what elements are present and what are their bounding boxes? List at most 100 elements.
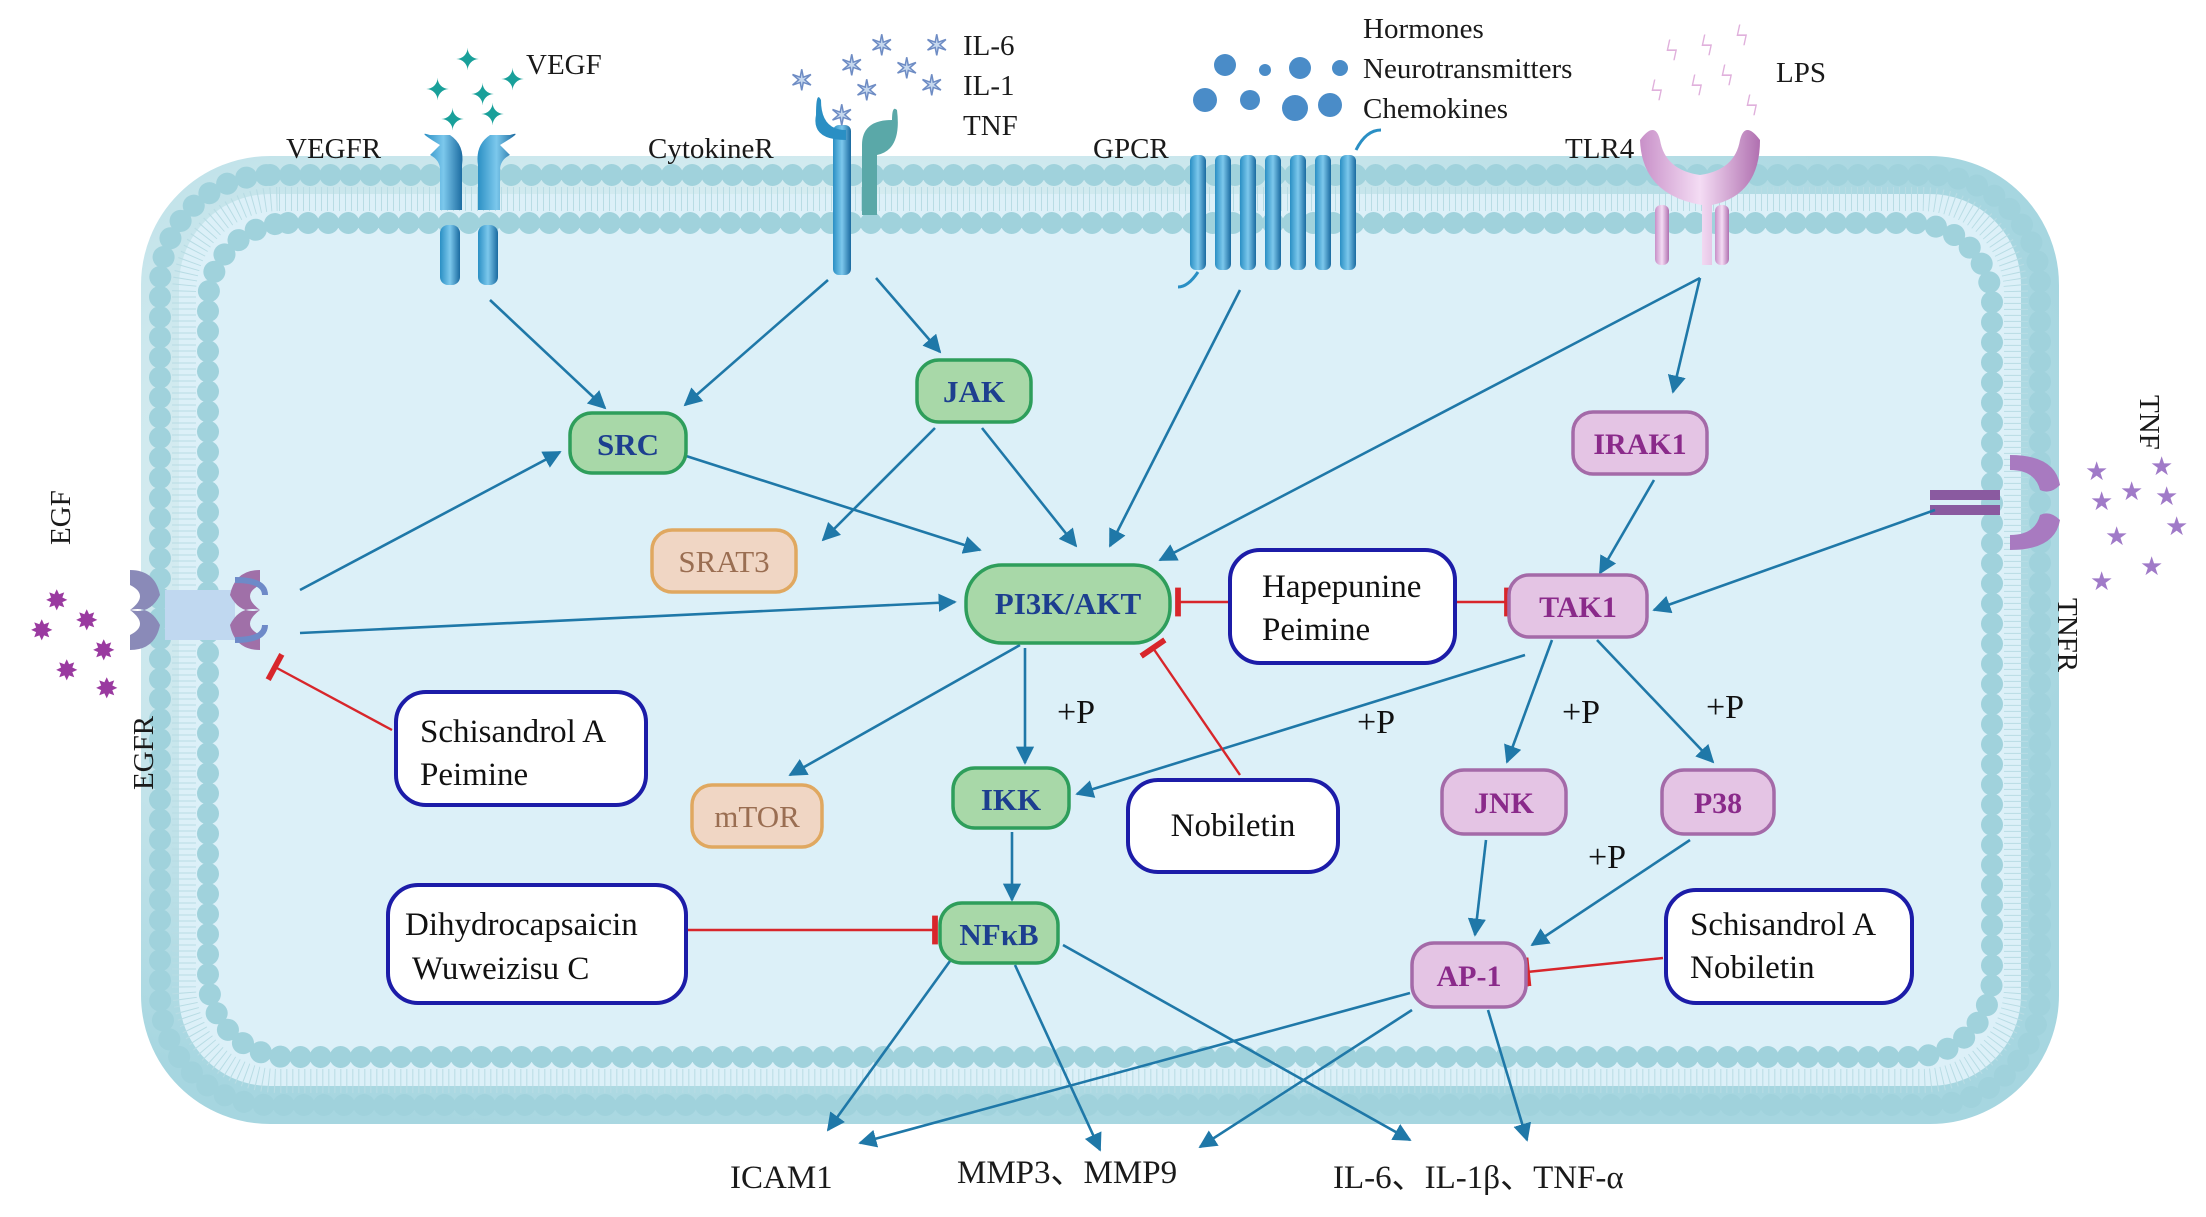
drug-nobiletin-line1: Nobiletin — [1171, 808, 1296, 844]
node-p38-label: P38 — [1694, 787, 1742, 820]
phos-label-p38-ap1: +P — [1588, 839, 1626, 876]
arrow-jnk-ap1 — [1467, 839, 1488, 937]
activation-arrows — [299, 276, 1936, 1152]
cytokiner-label: CytokineR — [648, 133, 774, 165]
arrow-cytokiner-src — [683, 279, 829, 407]
chemokines-label: Chemokines — [1363, 93, 1508, 125]
gpcr-ligand-dots — [1193, 54, 1348, 121]
tnf-right-stars: ★★★ ★★★ ★★★ — [2085, 452, 2188, 596]
node-irak1-label: IRAK1 — [1593, 428, 1686, 461]
tnfr-label: TNFR — [2051, 598, 2083, 673]
drug-nobiletin: Nobiletin — [1126, 778, 1340, 874]
svg-text:★: ★ — [2085, 457, 2108, 486]
svg-text:✦: ✦ — [425, 74, 450, 107]
cytokine-receptor — [815, 97, 898, 275]
phos-label-tak1-ikk: +P — [1357, 704, 1395, 741]
arrow-tlr4-pi3k — [1158, 276, 1701, 562]
arrow-jak-pi3k — [980, 427, 1078, 548]
node-nfkb-label: NFκB — [959, 917, 1038, 952]
inhibit-egfr-by-schisandrol — [265, 652, 393, 732]
svg-text:✸: ✸ — [95, 674, 118, 705]
tnf-top-label: TNF — [963, 110, 1018, 142]
drug-schisandrol-peimine: Schisandrol A Peimine — [394, 690, 648, 807]
il6-label: IL-6 — [963, 30, 1015, 62]
svg-text:✦: ✦ — [455, 44, 480, 77]
svg-text:ϟ: ϟ — [1665, 34, 1679, 67]
vegf-stars: ✦✦✦ ✦✦✦ — [425, 44, 525, 137]
svg-text:ϟ: ϟ — [1745, 89, 1759, 122]
lps-label: LPS — [1776, 57, 1826, 89]
output-labels: ICAM1 MMP3、MMP9 IL-6、IL-1β、TNF-α — [730, 1155, 1624, 1196]
tnf-right-label: TNF — [2133, 395, 2165, 450]
node-p38: P38 — [1660, 768, 1776, 836]
svg-text:ϟ: ϟ — [1690, 69, 1704, 102]
arrow-jak-srat3 — [821, 427, 936, 542]
drug-hapepunine-line2: Peimine — [1262, 612, 1370, 648]
arrow-tak1-p38 — [1596, 639, 1715, 764]
svg-text:★: ★ — [2155, 482, 2178, 511]
arrow-nfkb-mmp — [1013, 964, 1102, 1152]
node-srat3: SRAT3 — [650, 528, 798, 594]
arrow-ap1-mmp — [1198, 1008, 1413, 1149]
output-cytokines: IL-6、IL-1β、TNF-α — [1333, 1160, 1624, 1196]
vegfr-receptor — [424, 133, 516, 285]
arrow-pi3k-mtor — [788, 643, 1021, 777]
phos-label-tak1-jnk: +P — [1562, 694, 1600, 731]
arrow-nfkb-cytokines — [1062, 943, 1412, 1142]
node-tak1: TAK1 — [1507, 573, 1649, 639]
svg-text:ϟ: ϟ — [1735, 19, 1749, 52]
arrow-irak1-tak1 — [1598, 479, 1656, 575]
egf-label: EGF — [45, 490, 77, 545]
external-labels: VEGF VEGFR IL-6 IL-1 TNF CytokineR Hormo… — [45, 13, 2165, 790]
phos-label-tak1-p38: +P — [1706, 689, 1744, 726]
node-srat3-label: SRAT3 — [678, 544, 769, 579]
svg-text:✶: ✶ — [790, 66, 813, 97]
arrow-ap1-icam1 — [858, 991, 1411, 1148]
drug-hapepunine-peimine: Hapepunine Peimine — [1228, 548, 1457, 665]
drug-dihydrocapsaicin-line1: Dihydrocapsaicin — [405, 907, 638, 943]
svg-text:✦: ✦ — [480, 99, 505, 132]
phos-label-pi3k-ikk: +P — [1057, 694, 1095, 731]
svg-text:✦: ✦ — [470, 79, 495, 112]
vegfr-label: VEGFR — [286, 133, 382, 165]
vegf-label: VEGF — [526, 49, 602, 81]
node-jnk-label: JNK — [1474, 787, 1535, 820]
svg-text:✦: ✦ — [500, 64, 525, 97]
svg-text:★: ★ — [2120, 477, 2143, 506]
node-mtor: mTOR — [690, 783, 824, 849]
arrow-tak1-ikk — [1075, 653, 1526, 798]
node-src-label: SRC — [597, 427, 659, 462]
arrow-p38-ap1 — [1530, 838, 1691, 947]
svg-text:ϟ: ϟ — [1700, 29, 1714, 62]
drug-schisandrol-peimine-line2: Peimine — [420, 757, 528, 793]
svg-text:✶: ✶ — [855, 76, 878, 107]
inhibit-ap1-by-schisandrol — [1522, 956, 1664, 987]
phosphorylation-labels: +P +P +P +P +P — [1057, 689, 1744, 876]
svg-text:★: ★ — [2165, 512, 2188, 541]
svg-text:ϟ: ϟ — [1650, 74, 1664, 107]
svg-text:✸: ✸ — [30, 616, 53, 647]
egfr-label: EGFR — [128, 715, 160, 790]
arrow-gpcr-pi3k — [1108, 289, 1242, 548]
output-mmp: MMP3、MMP9 — [957, 1155, 1177, 1191]
egf-stars: ✸✸✸ ✸✸✸ — [30, 586, 118, 705]
tnfr-receptor — [1930, 455, 2060, 550]
drug-dihydrocapsaicin-wuweizisu: Dihydrocapsaicin Wuweizisu C — [386, 883, 688, 1005]
node-pi3k-akt: PI3K/AKT — [964, 563, 1172, 645]
svg-text:ϟ: ϟ — [1720, 59, 1734, 92]
inhibition-lines — [265, 587, 1664, 987]
arrow-tnfr-tak1 — [1652, 508, 1936, 614]
svg-text:★: ★ — [2150, 452, 2173, 481]
egfr-receptor — [130, 570, 268, 650]
tlr4-label: TLR4 — [1565, 133, 1635, 165]
svg-text:✶: ✶ — [870, 31, 893, 62]
svg-text:✸: ✸ — [55, 656, 78, 687]
arrow-tak1-jnk — [1504, 639, 1554, 764]
node-src: SRC — [568, 411, 688, 475]
drug-schisandrol-nobiletin: Schisandrol A Nobiletin — [1664, 888, 1914, 1005]
neurotransmitters-label: Neurotransmitters — [1363, 53, 1572, 85]
node-irak1: IRAK1 — [1571, 410, 1709, 476]
svg-text:★: ★ — [2105, 522, 2128, 551]
